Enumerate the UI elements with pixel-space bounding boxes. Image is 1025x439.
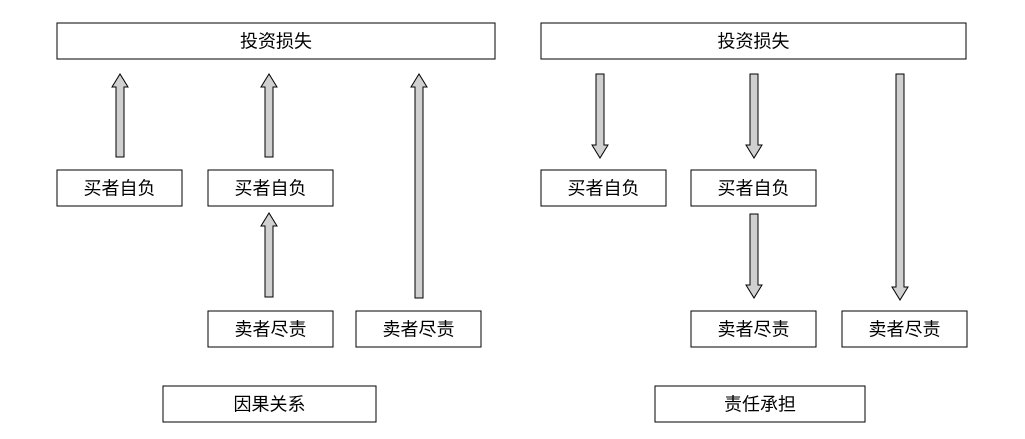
right-arrow-down-4	[891, 73, 909, 301]
left-arrow-up-2	[260, 73, 278, 158]
right-buyer-responsibility-label-1: 买者自负	[568, 179, 640, 200]
left-arrow-up-4	[410, 73, 428, 299]
left-seller-duty-box-1: 卖者尽责	[207, 310, 334, 348]
right-arrow-down-1	[591, 73, 609, 159]
right-seller-duty-box-2: 卖者尽责	[841, 310, 968, 348]
left-buyer-responsibility-label-2: 买者自负	[235, 179, 307, 200]
left-investment-loss-box: 投资损失	[56, 22, 496, 60]
right-buyer-responsibility-box-1: 买者自负	[540, 169, 667, 207]
left-panel: 投资损失 买者自负 买者自负 卖者尽责 卖者尽责 因果关系	[56, 22, 496, 423]
left-arrow-up-1	[111, 73, 129, 158]
left-seller-duty-label-2: 卖者尽责	[383, 320, 455, 341]
right-seller-duty-box-1: 卖者尽责	[690, 310, 817, 348]
right-investment-loss-label: 投资损失	[718, 32, 790, 53]
right-panel: 投资损失 买者自负 买者自负 卖者尽责 卖者尽责 责任承担	[540, 22, 968, 423]
right-seller-duty-label-2: 卖者尽责	[869, 320, 941, 341]
left-buyer-responsibility-label-1: 买者自负	[84, 179, 156, 200]
right-arrow-down-3	[745, 213, 763, 299]
right-caption-box: 责任承担	[654, 385, 866, 423]
right-arrow-down-2	[745, 73, 763, 159]
right-buyer-responsibility-label-2: 买者自负	[718, 179, 790, 200]
left-caption-label: 因果关系	[234, 395, 306, 416]
left-investment-loss-label: 投资损失	[240, 32, 312, 53]
right-seller-duty-label-1: 卖者尽责	[718, 320, 790, 341]
right-caption-label: 责任承担	[724, 395, 796, 416]
left-arrow-up-3	[260, 212, 278, 298]
left-buyer-responsibility-box-2: 买者自负	[207, 169, 334, 207]
left-seller-duty-label-1: 卖者尽责	[235, 320, 307, 341]
left-buyer-responsibility-box-1: 买者自负	[56, 169, 183, 207]
right-investment-loss-box: 投资损失	[540, 22, 967, 60]
right-buyer-responsibility-box-2: 买者自负	[690, 169, 817, 207]
left-caption-box: 因果关系	[162, 385, 377, 423]
left-seller-duty-box-2: 卖者尽责	[355, 310, 482, 348]
